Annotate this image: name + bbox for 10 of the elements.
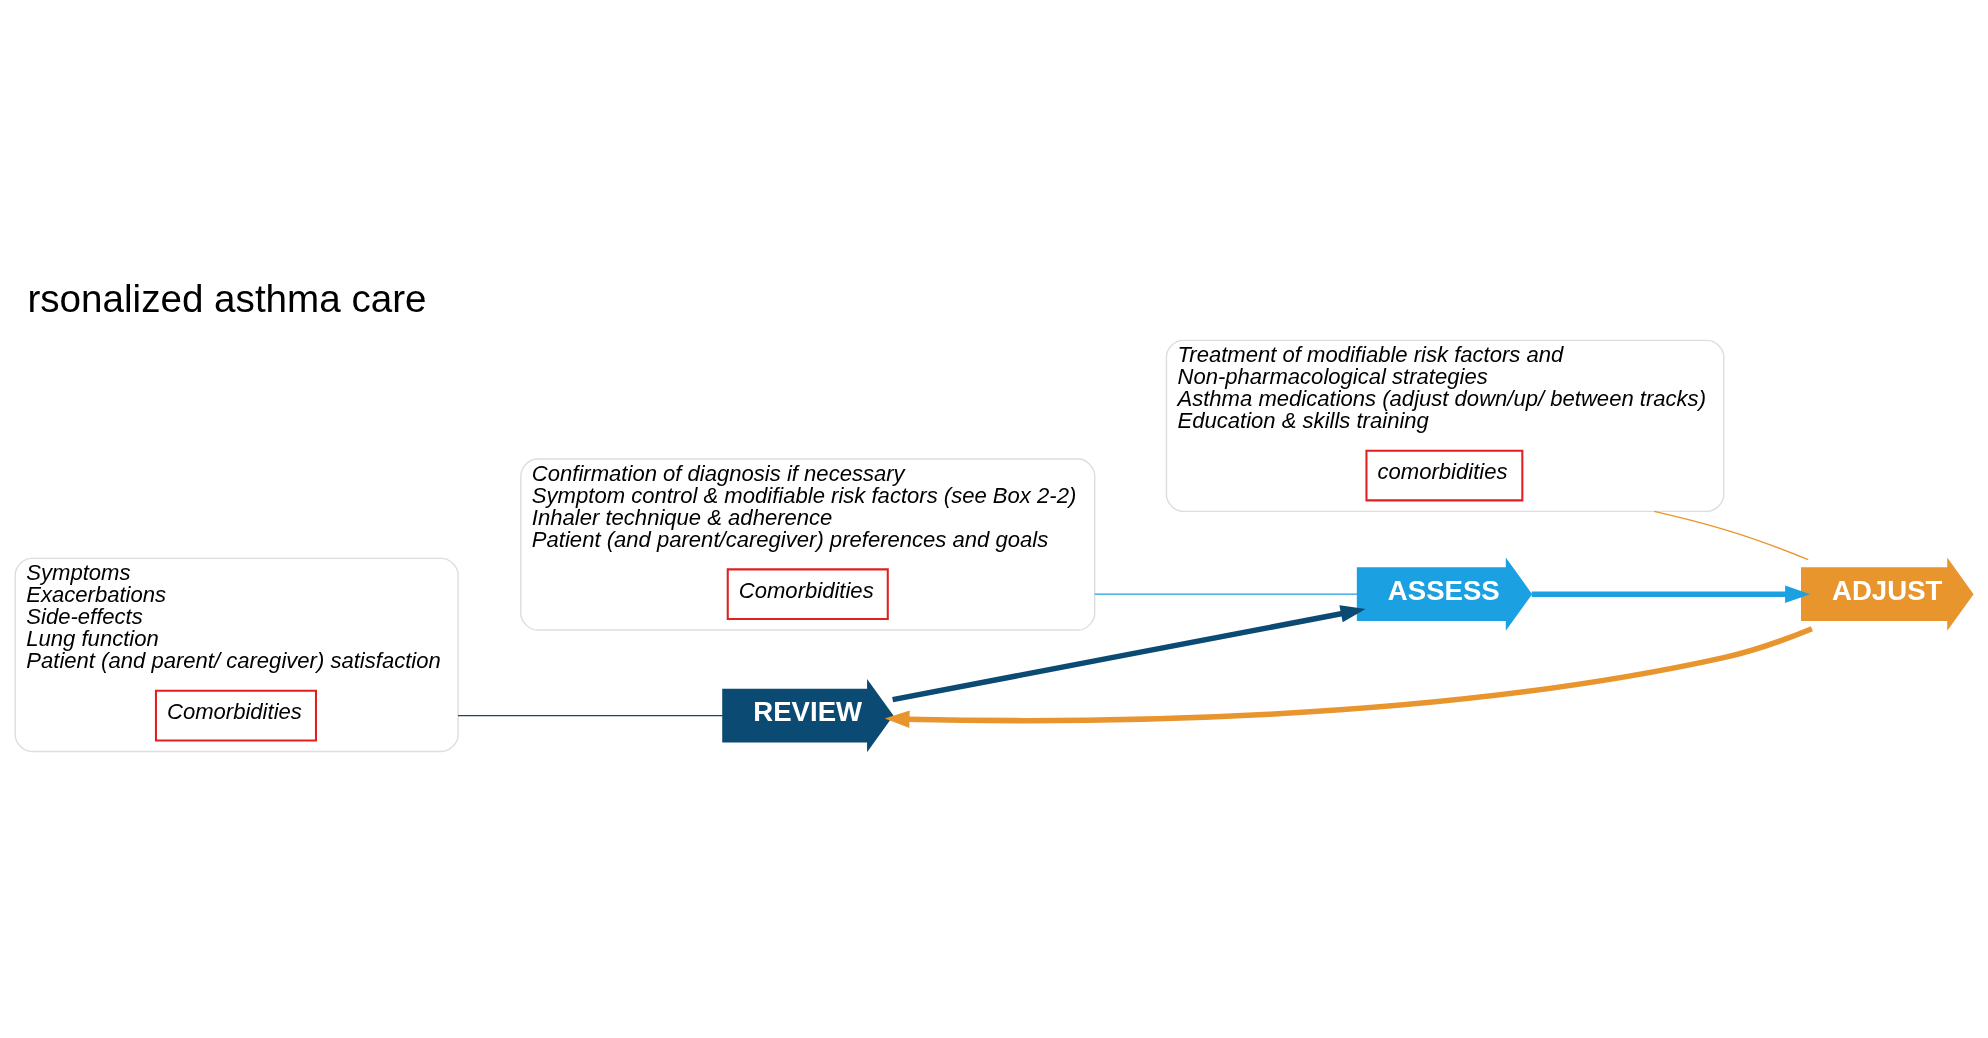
arrow [892, 605, 1366, 703]
diagram-title: rsonalized asthma care [27, 276, 427, 320]
node-box: comorbidities [1365, 449, 1524, 502]
arrow [1531, 585, 1810, 603]
node-box: Comorbidities [154, 689, 317, 742]
connector [1653, 510, 1809, 561]
node-box: Comorbidities [726, 568, 889, 621]
connector [1094, 593, 1359, 595]
arrow [884, 626, 1813, 728]
connector [457, 714, 724, 717]
